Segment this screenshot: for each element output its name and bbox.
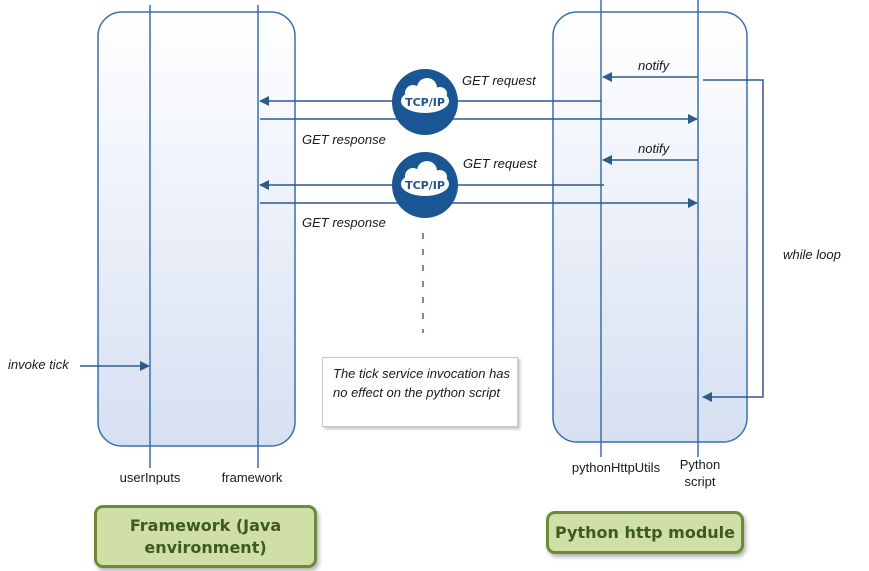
label-python-script-line1: Python xyxy=(679,457,721,472)
label-framework: framework xyxy=(221,470,283,485)
label-notify-2: notify xyxy=(638,141,670,156)
tcpip-badge-1 xyxy=(392,69,458,135)
label-invoke-tick: invoke tick xyxy=(8,357,69,372)
while-loop-path xyxy=(702,79,764,402)
framework-panel xyxy=(97,11,296,447)
note-box: The tick service invocation has no effec… xyxy=(322,357,518,427)
label-notify-1: notify xyxy=(638,58,670,73)
note-text: The tick service invocation has no effec… xyxy=(333,366,511,400)
tcpip-label-1: TCP/IP xyxy=(405,96,445,109)
label-pythonhttputils: pythonHttpUtils xyxy=(571,460,661,475)
label-while-loop: while loop xyxy=(783,247,841,262)
python-group-caption-text: Python http module xyxy=(555,522,735,542)
label-get-response-2: GET response xyxy=(302,215,386,230)
framework-group-caption: Framework (Java environment) xyxy=(94,505,317,568)
label-userinputs: userInputs xyxy=(119,470,181,485)
tcpip-label-2: TCP/IP xyxy=(405,179,445,192)
framework-group-caption-text: Framework (Java environment) xyxy=(129,515,282,557)
label-get-request-2: GET request xyxy=(463,156,537,171)
python-group-caption: Python http module xyxy=(546,511,744,554)
label-python-script-line2: script xyxy=(684,474,716,489)
label-get-response-1: GET response xyxy=(302,132,386,147)
tcpip-badge-2 xyxy=(392,152,458,218)
label-get-request-1: GET request xyxy=(462,73,536,88)
